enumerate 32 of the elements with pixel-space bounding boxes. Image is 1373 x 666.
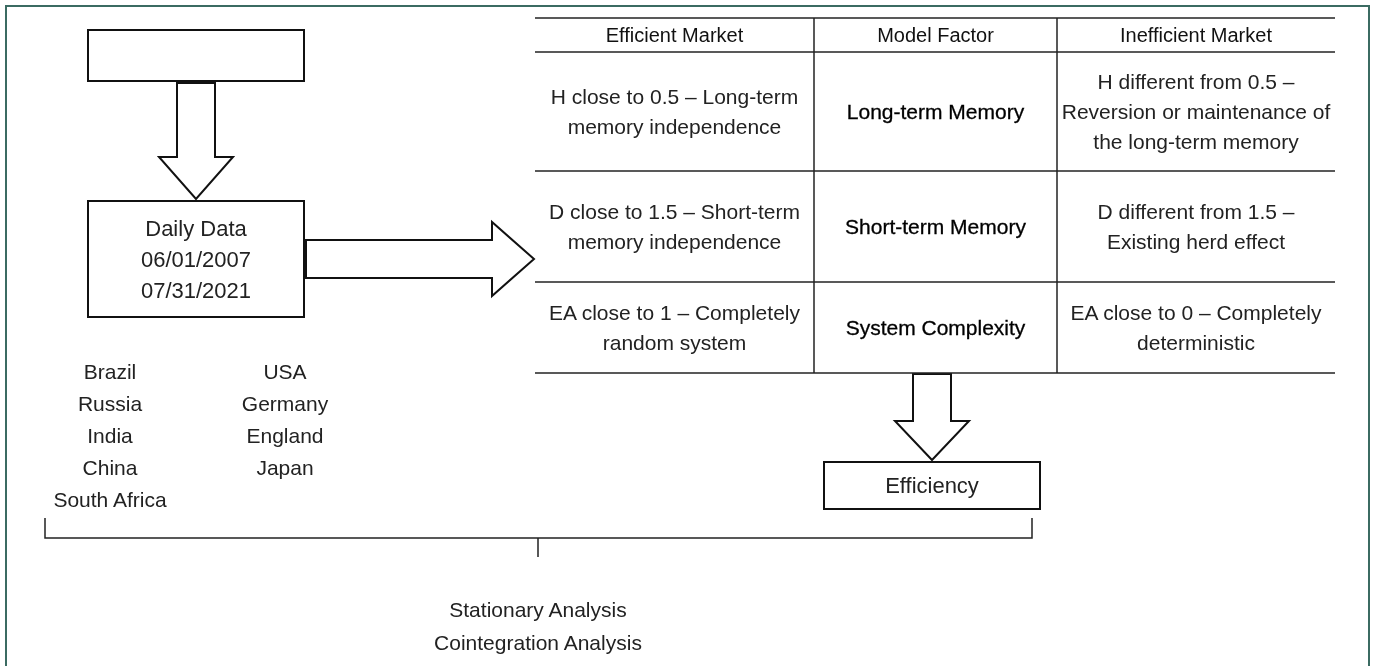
table-cell-text: Long-term Memory [845, 98, 1026, 125]
comparison-table [535, 18, 1335, 373]
label-text: England [245, 423, 325, 449]
column-header: Inefficient Market [1119, 23, 1273, 48]
table-cell-text: System Complexity [844, 314, 1027, 341]
label-text: Germany [240, 391, 330, 417]
column-header: Model Factor [876, 23, 995, 48]
table-cell-text: D close to 1.5 – Short-term memory independence [548, 198, 801, 255]
process-box [823, 461, 1041, 510]
label-text: Russia [76, 391, 144, 417]
block-arrow [892, 373, 972, 462]
box-text: Daily Data 06/01/2007 07/31/2021 [139, 214, 253, 305]
table-cell-text: Short-term Memory [844, 213, 1027, 240]
column-header: Efficient Market [604, 23, 745, 48]
table-cell-text: H close to 0.5 – Long-term memory independence [549, 83, 800, 140]
label-text: Brazil [82, 359, 138, 385]
process-box [87, 29, 305, 82]
block-arrow [305, 219, 536, 299]
label-text: South Africa [52, 487, 168, 513]
table-cell-text: D different from 1.5 – Existing herd effect [1096, 198, 1296, 255]
label-text: Cointegration Analysis [433, 630, 643, 656]
label-text: Japan [255, 455, 315, 481]
process-box [87, 200, 305, 318]
table-cell-text: EA close to 0 – Completely deterministic [1069, 299, 1323, 356]
label-text: China [81, 455, 139, 481]
box-text: Efficiency [884, 472, 980, 500]
table-cell-text: EA close to 1 – Completely random system [548, 299, 801, 356]
label-text: Stationary Analysis [448, 597, 628, 623]
label-text: India [86, 423, 134, 449]
table-cell-text: H different from 0.5 – Reversion or maintenance of the long-term memory [1061, 68, 1331, 155]
label-text: USA [262, 359, 308, 385]
block-arrow [156, 82, 236, 201]
